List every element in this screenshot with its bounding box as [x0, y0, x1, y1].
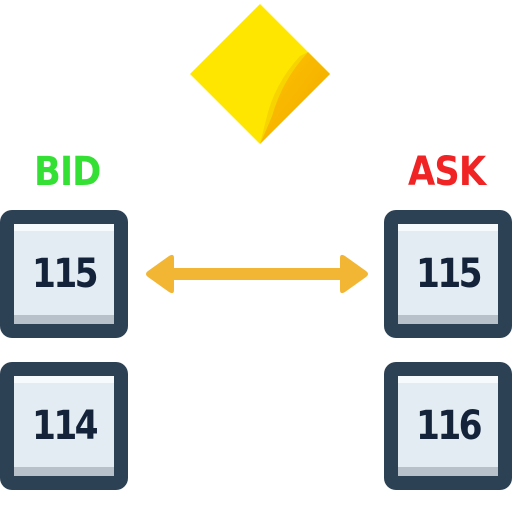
tile-face [398, 224, 498, 324]
bid-price-tile-2: 114 [0, 362, 128, 490]
ask-price-1: 115 [415, 251, 483, 297]
ask-price-tile-1: 115 [384, 210, 512, 338]
ask-price-tile-2: 116 [384, 362, 512, 490]
double-headed-arrow-icon [146, 254, 368, 294]
bid-price-1: 115 [31, 251, 99, 297]
tile-face [14, 376, 114, 476]
bid-price-tile-1: 115 [0, 210, 128, 338]
tile-face [398, 376, 498, 476]
bid-price-2: 114 [31, 403, 99, 449]
ask-price-2: 116 [415, 403, 483, 449]
ask-label: ASK [408, 149, 486, 195]
bid-label: BID [34, 149, 101, 195]
tile-face [14, 224, 114, 324]
yellow-diamond-logo-icon [190, 4, 330, 144]
